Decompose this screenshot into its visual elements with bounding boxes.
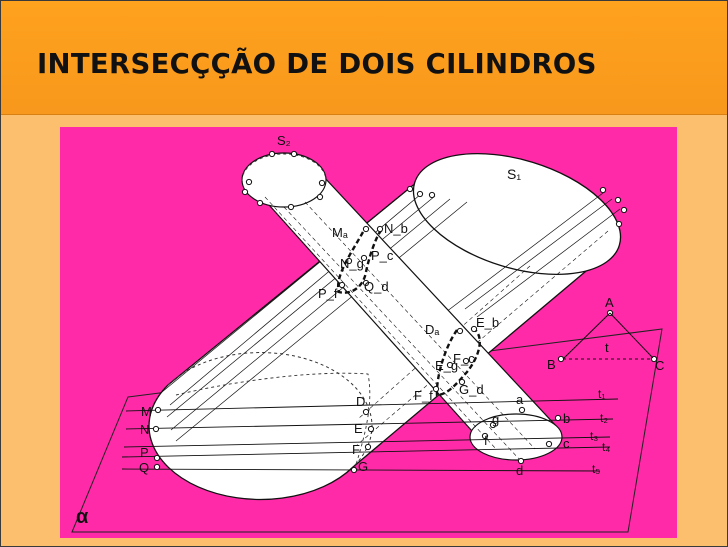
label-eb: E_b [476,315,499,330]
label-nb: N_b [384,221,408,236]
label-gd: G_d [459,382,484,397]
label-t1: t₁ [598,387,605,401]
label-plane-alpha: α [76,506,89,528]
cylinder-s1 [148,152,622,501]
label-triangle-b: B [547,357,556,372]
label-s1: S₁ [507,166,521,182]
label-t3: t₃ [590,429,598,443]
label-b: b [563,411,570,426]
title-bar: INTERSECÇÇÃO DE DOIS CILINDROS [1,1,727,115]
cylinder-s1-bottom-hidden-arc [167,352,373,468]
label-c: c [563,436,570,451]
label-s2: S₂ [277,133,291,148]
label-fc: F_c [453,351,475,366]
label-d: D [356,394,365,409]
label-e: E [354,421,363,436]
label-triangle-c: C [655,358,664,373]
label-ff: F_f [414,388,433,403]
label-t4: t₄ [602,440,610,454]
label-triangle-t: t [605,340,609,355]
label-ng: N_g [340,256,364,271]
label-triangle-a: A [605,295,614,310]
ground-lines [121,398,619,472]
label-t5: t₅ [592,462,600,476]
label-g: G [358,459,368,474]
intersection-curve-lower [435,328,481,397]
triangle-abc [562,312,654,360]
label-n: N [140,422,149,437]
diagram-panel: S₂ S₁ α Mₐ N_b N_g P_c P_f Q_d Dₐ E_b E_… [60,127,677,538]
slide-title: INTERSECÇÇÃO DE DOIS CILINDROS [37,48,597,80]
cylinder-s1-top-ellipse [412,152,622,276]
label-m: M [141,404,152,419]
label-pc: P_c [371,248,394,263]
label-qd: Q_d [364,279,389,294]
cylinder-s2-hidden-arc [241,153,327,182]
label-eg: E_g [435,358,458,373]
cylinder-s2-top-ellipse [241,152,327,208]
label-d-lower: d [516,463,523,478]
label-g-lower: g [492,412,499,427]
ground-curve [175,372,371,472]
cylinder-intersection-diagram: S₂ S₁ α Mₐ N_b N_g P_c P_f Q_d Dₐ E_b E_… [71,133,664,533]
label-a: a [516,392,524,407]
label-q: Q [139,460,149,475]
label-pf: P_f [318,286,338,301]
label-f-lower: f [484,433,488,448]
label-p: P [140,445,149,460]
construction-points [152,150,658,474]
label-t2: t₂ [600,411,608,425]
label-f: F [352,442,360,457]
label-da: Dₐ [425,322,439,337]
label-ma: Mₐ [332,225,348,240]
